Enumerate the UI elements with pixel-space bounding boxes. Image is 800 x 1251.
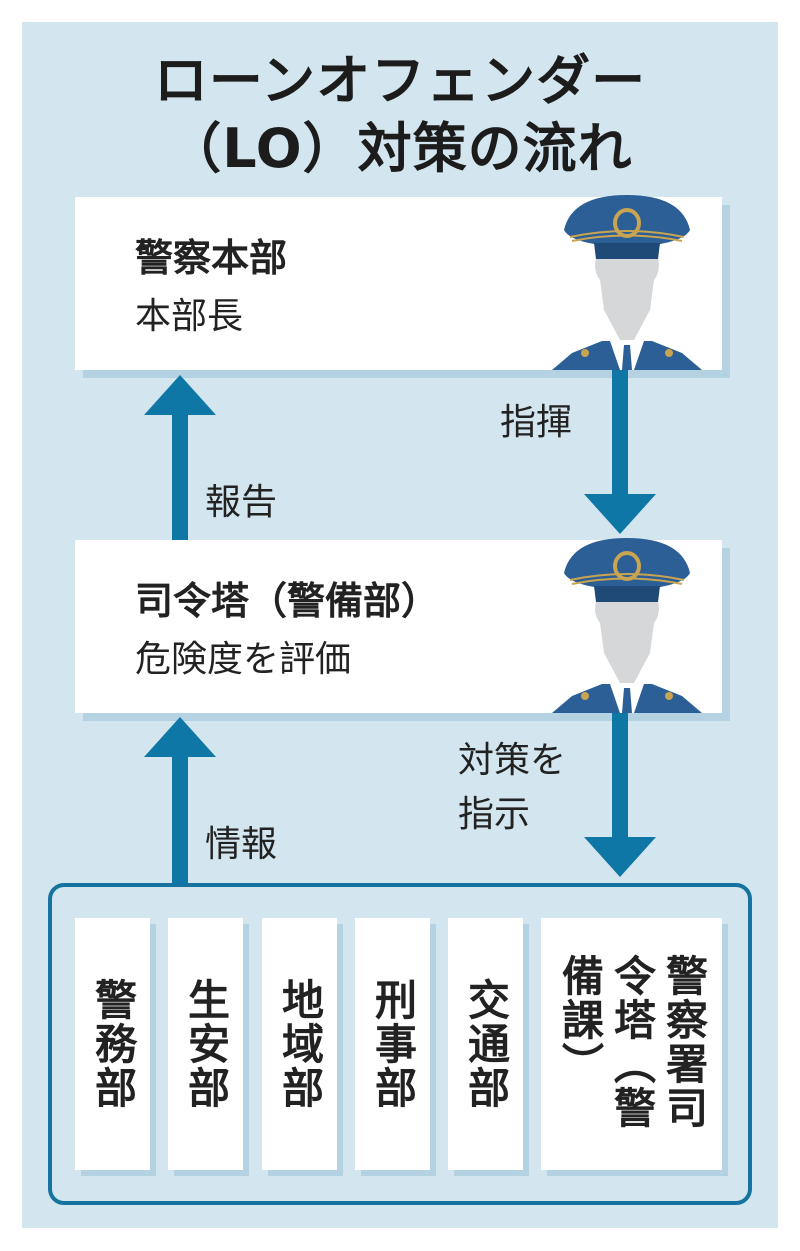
- departments-group: [48, 883, 752, 1205]
- department-box: 警務部: [75, 918, 150, 1170]
- department-label: 警務部: [88, 978, 138, 1110]
- command-subtitle: 危険度を評価: [135, 639, 352, 680]
- instruct-label-1: 対策を: [458, 740, 567, 781]
- instruct-label-2: 指示: [458, 794, 531, 835]
- hq-heading: 警察本部: [135, 236, 288, 280]
- department-box: 交通部: [448, 918, 523, 1170]
- department-label: 警察署司令塔（警備課）: [555, 954, 709, 1130]
- hq-box: 警察本部 本部長: [75, 195, 722, 370]
- department-box: 警察署司令塔（警備課）: [541, 918, 722, 1170]
- police-officer-icon: [552, 195, 702, 370]
- command-box: 司令塔（警備部） 危険度を評価: [75, 538, 722, 713]
- department-box: 生安部: [168, 918, 243, 1170]
- report-label: 報告: [205, 482, 278, 523]
- police-officer-icon: [552, 538, 702, 713]
- info-label: 情報: [205, 824, 278, 865]
- department-label: 刑事部: [368, 978, 418, 1110]
- department-label: 地域部: [275, 978, 325, 1110]
- department-label: 生安部: [181, 978, 231, 1110]
- hq-subtitle: 本部長: [135, 296, 244, 337]
- title-line-2: （LO）対策の流れ: [167, 117, 633, 180]
- department-label: 交通部: [461, 978, 511, 1110]
- title-line-1: ローンオフェンダー: [153, 49, 647, 112]
- department-box: 刑事部: [355, 918, 430, 1170]
- command-heading: 司令塔（警備部）: [135, 579, 440, 623]
- direct-label: 指揮: [500, 402, 573, 443]
- department-box: 地域部: [262, 918, 337, 1170]
